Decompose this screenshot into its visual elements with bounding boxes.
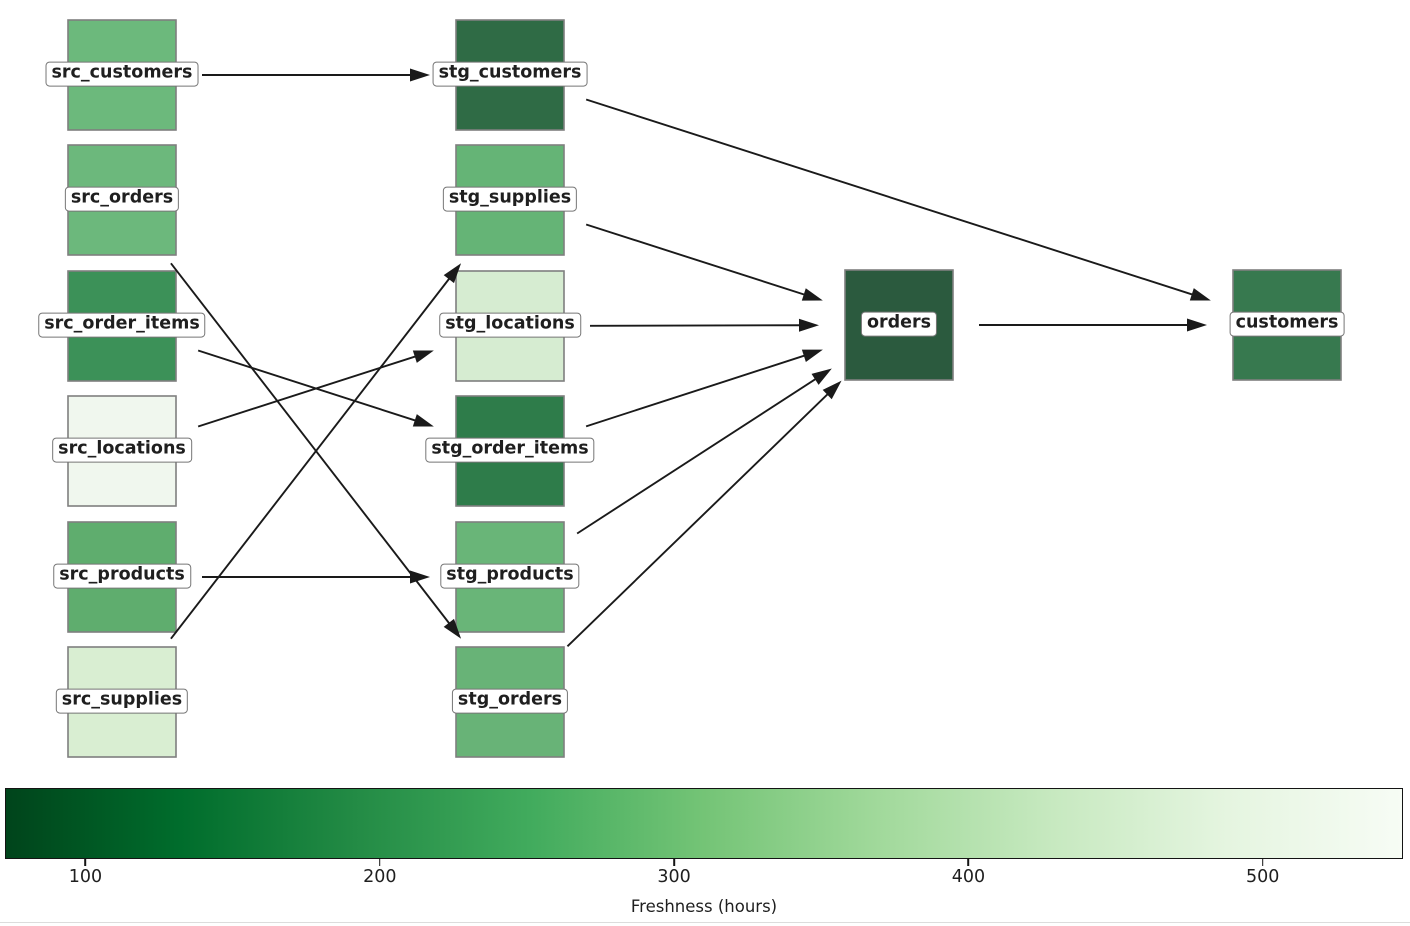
arrowhead-stg_customers-to-customers bbox=[1189, 288, 1211, 301]
edge-stg_supplies-to-orders bbox=[585, 223, 810, 298]
node-label-orders: orders bbox=[860, 311, 938, 337]
colorbar-tick-label: 500 bbox=[1246, 867, 1280, 887]
colorbar-tick-label: 200 bbox=[363, 867, 397, 887]
node-label-src_customers: src_customers bbox=[45, 61, 199, 87]
node-label-customers: customers bbox=[1229, 311, 1345, 337]
colorbar-tick-label: 100 bbox=[68, 867, 103, 887]
arrowhead-stg_order_items-to-orders bbox=[801, 349, 823, 362]
arrowhead-src_locations-to-stg_locations bbox=[412, 350, 434, 363]
colorbar-tick bbox=[673, 858, 675, 866]
edge-src_supplies-to-stg_supplies bbox=[170, 273, 454, 640]
colorbar-tick bbox=[378, 858, 381, 866]
arrowhead-src_orders-to-stg_orders bbox=[443, 618, 462, 639]
arrowhead-src_products-to-stg_products bbox=[410, 570, 430, 584]
node-label-stg_order_items: stg_order_items bbox=[425, 437, 595, 463]
arrowhead-orders-to-customers bbox=[1187, 318, 1207, 332]
edge-stg_customers-to-customers bbox=[585, 98, 1198, 298]
arrowhead-src_customers-to-stg_customers bbox=[410, 68, 430, 82]
edge-src_locations-to-stg_locations bbox=[197, 353, 421, 428]
colorbar-tick bbox=[84, 858, 87, 866]
node-label-stg_customers: stg_customers bbox=[432, 61, 588, 87]
node-label-src_orders: src_orders bbox=[64, 186, 180, 212]
arrowhead-stg_orders-to-orders bbox=[822, 380, 842, 400]
colorbar-tick bbox=[967, 858, 970, 866]
arrowhead-stg_locations-to-orders bbox=[798, 318, 820, 332]
edge-stg_order_items-to-orders bbox=[585, 353, 810, 428]
node-label-stg_products: stg_products bbox=[440, 563, 580, 589]
node-label-src_supplies: src_supplies bbox=[55, 688, 189, 714]
node-label-stg_orders: stg_orders bbox=[451, 688, 569, 714]
node-label-stg_supplies: stg_supplies bbox=[442, 186, 578, 212]
bottom-divider-line bbox=[0, 922, 1410, 923]
edge-src_order_items-to-stg_order_items bbox=[197, 349, 421, 424]
arrowhead-src_order_items-to-stg_order_items bbox=[412, 414, 434, 427]
freshness-colorbar: 100 200 300 400 500 bbox=[5, 788, 1403, 887]
colorbar-axis-label: Freshness (hours) bbox=[630, 897, 778, 916]
edge-stg_orders-to-orders bbox=[566, 389, 833, 648]
arrowhead-src_supplies-to-stg_supplies bbox=[443, 263, 462, 284]
arrowhead-stg_supplies-to-orders bbox=[801, 288, 823, 301]
node-label-src_products: src_products bbox=[53, 563, 191, 589]
edge-stg_locations-to-orders bbox=[589, 324, 806, 327]
node-label-stg_locations: stg_locations bbox=[439, 312, 581, 338]
colorbar-tick-label: 400 bbox=[951, 867, 986, 887]
node-label-src_order_items: src_order_items bbox=[38, 312, 206, 338]
node-label-src_locations: src_locations bbox=[52, 437, 192, 463]
edge-stg_products-to-orders bbox=[576, 375, 821, 535]
edge-src_orders-to-stg_orders bbox=[170, 262, 454, 629]
arrowhead-stg_products-to-orders bbox=[811, 368, 832, 385]
colorbar-tick bbox=[1261, 858, 1264, 866]
colorbar-tick-label: 300 bbox=[657, 867, 691, 887]
